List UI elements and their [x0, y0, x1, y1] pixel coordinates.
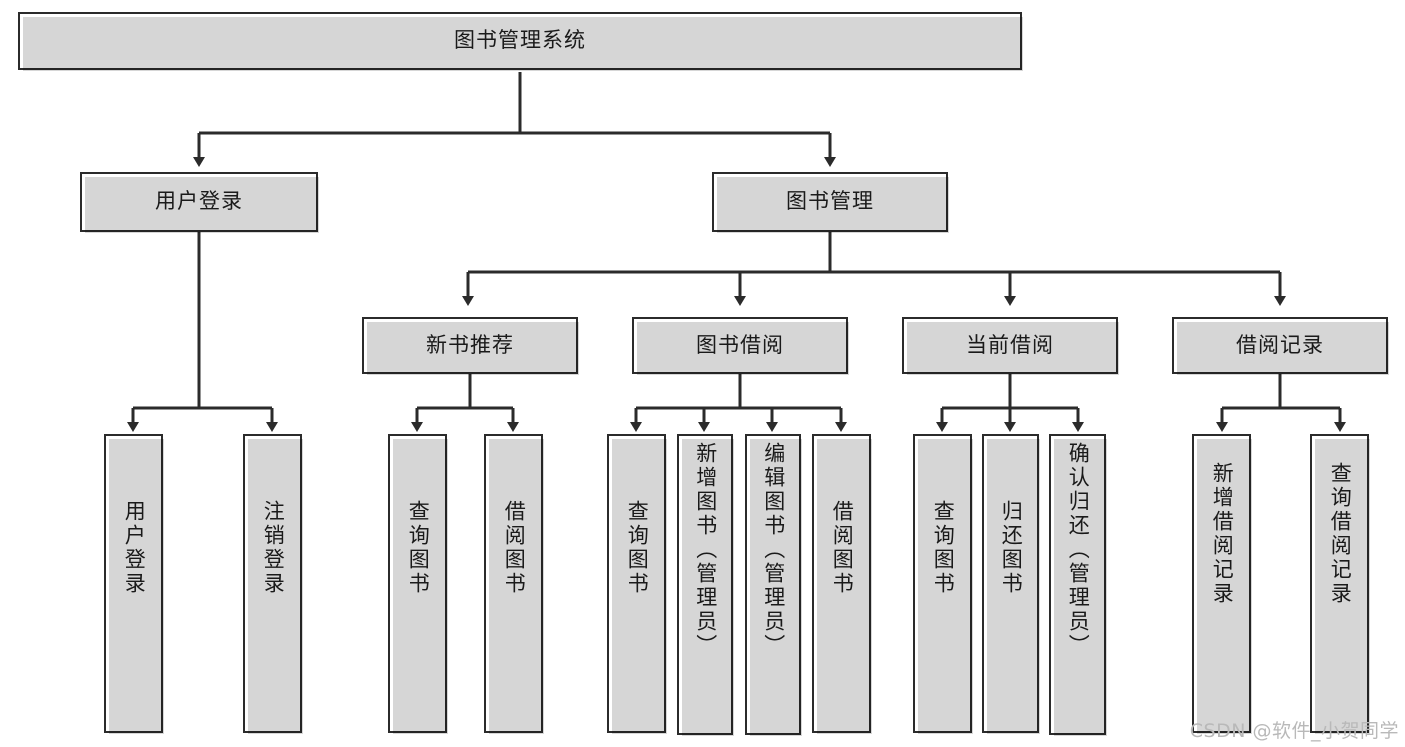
- leaf-query-book-current[interactable]: 查询图书: [913, 434, 973, 734]
- node-label: 用户登录: [122, 500, 147, 596]
- leaf-query-borrow-record[interactable]: 查询借阅记录: [1310, 434, 1370, 734]
- node-label: 当前借阅: [966, 332, 1054, 357]
- node-book-manage[interactable]: 图书管理: [712, 172, 949, 233]
- node-new-book-recommend[interactable]: 新书推荐: [362, 317, 579, 375]
- node-label: 新增图书（管理员）: [693, 442, 718, 658]
- node-label: 归还图书: [999, 500, 1024, 596]
- node-label: 确认归还（管理员）: [1066, 442, 1091, 658]
- leaf-query-book-recommend[interactable]: 查询图书: [388, 434, 448, 734]
- leaf-add-borrow-record[interactable]: 新增借阅记录: [1192, 434, 1252, 734]
- node-label: 借阅图书: [830, 500, 855, 596]
- node-label: 图书管理: [786, 189, 874, 214]
- node-current-borrow[interactable]: 当前借阅: [902, 317, 1119, 375]
- node-book-borrow[interactable]: 图书借阅: [632, 317, 849, 375]
- node-label: 图书借阅: [696, 332, 784, 357]
- node-label: 查询图书: [625, 500, 650, 596]
- node-label: 查询借阅记录: [1328, 462, 1353, 606]
- node-label: 借阅记录: [1236, 332, 1324, 357]
- node-label: 查询图书: [931, 500, 956, 596]
- leaf-borrow-book-recommend[interactable]: 借阅图书: [484, 434, 544, 734]
- node-label: 图书管理系统: [454, 28, 586, 53]
- leaf-borrow-book[interactable]: 借阅图书: [812, 434, 872, 734]
- leaf-query-book-borrow[interactable]: 查询图书: [607, 434, 667, 734]
- leaf-edit-book[interactable]: 编辑图书（管理员）: [745, 434, 802, 736]
- leaf-add-book[interactable]: 新增图书（管理员）: [677, 434, 734, 736]
- leaf-user-login[interactable]: 用户登录: [104, 434, 164, 734]
- node-label: 新书推荐: [426, 332, 514, 357]
- node-label: 查询图书: [406, 500, 431, 596]
- watermark-text: CSDN @软件_小贺同学: [1189, 720, 1399, 742]
- node-borrow-record[interactable]: 借阅记录: [1172, 317, 1389, 375]
- node-label: 编辑图书（管理员）: [761, 442, 786, 658]
- node-label: 借阅图书: [502, 500, 527, 596]
- node-label: 新增借阅记录: [1210, 462, 1235, 606]
- node-label: 注销登录: [261, 500, 286, 596]
- leaf-return-book[interactable]: 归还图书: [982, 434, 1040, 734]
- leaf-logout-login[interactable]: 注销登录: [243, 434, 303, 734]
- node-label: 用户登录: [155, 189, 243, 214]
- node-user-login[interactable]: 用户登录: [80, 172, 319, 233]
- node-root[interactable]: 图书管理系统: [18, 12, 1023, 71]
- leaf-confirm-return[interactable]: 确认归还（管理员）: [1049, 434, 1107, 736]
